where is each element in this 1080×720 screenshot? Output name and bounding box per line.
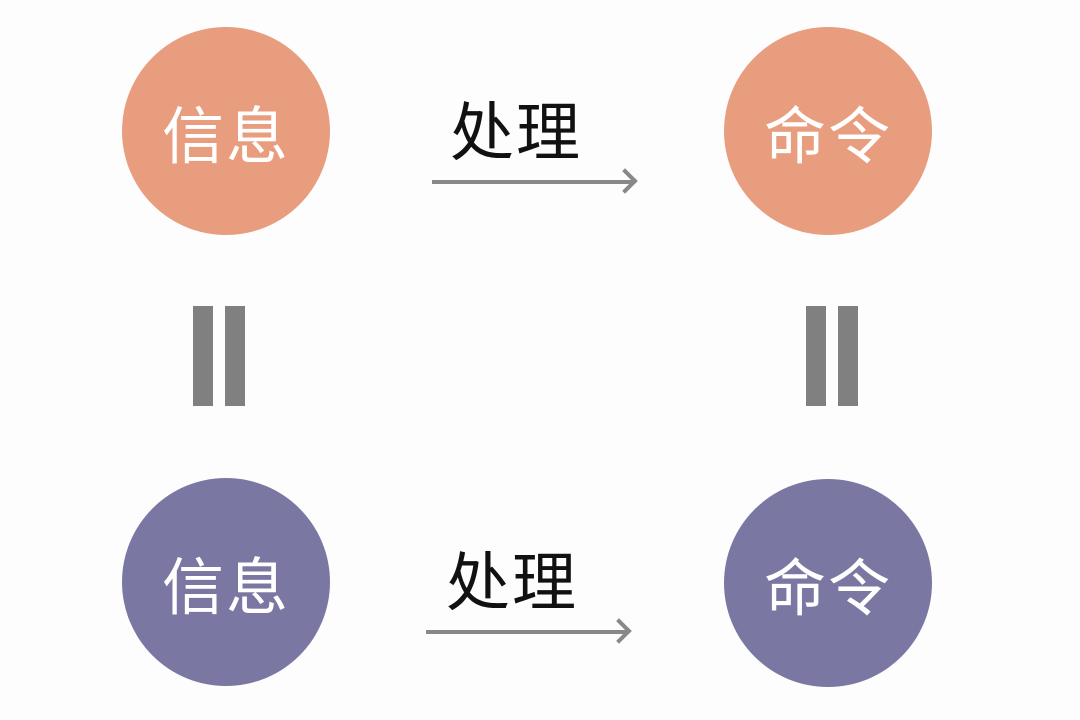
arrow-right-icon	[432, 180, 632, 184]
process-label-top: 处理	[450, 97, 582, 171]
equals-bar	[193, 306, 213, 406]
arrow-right-icon	[426, 630, 626, 634]
info-label: 信息	[161, 551, 290, 624]
command-label: 命令	[763, 552, 892, 625]
info-circle-top: 信息	[122, 27, 330, 235]
process-label-bottom: 处理	[446, 547, 578, 621]
equals-bar	[806, 306, 826, 406]
equals-bar	[225, 306, 245, 406]
equals-bar	[838, 306, 858, 406]
info-label: 信息	[161, 100, 290, 173]
command-circle-top: 命令	[724, 27, 932, 235]
command-circle-bottom: 命令	[724, 479, 932, 687]
command-label: 命令	[763, 100, 892, 173]
info-circle-bottom: 信息	[122, 478, 330, 686]
